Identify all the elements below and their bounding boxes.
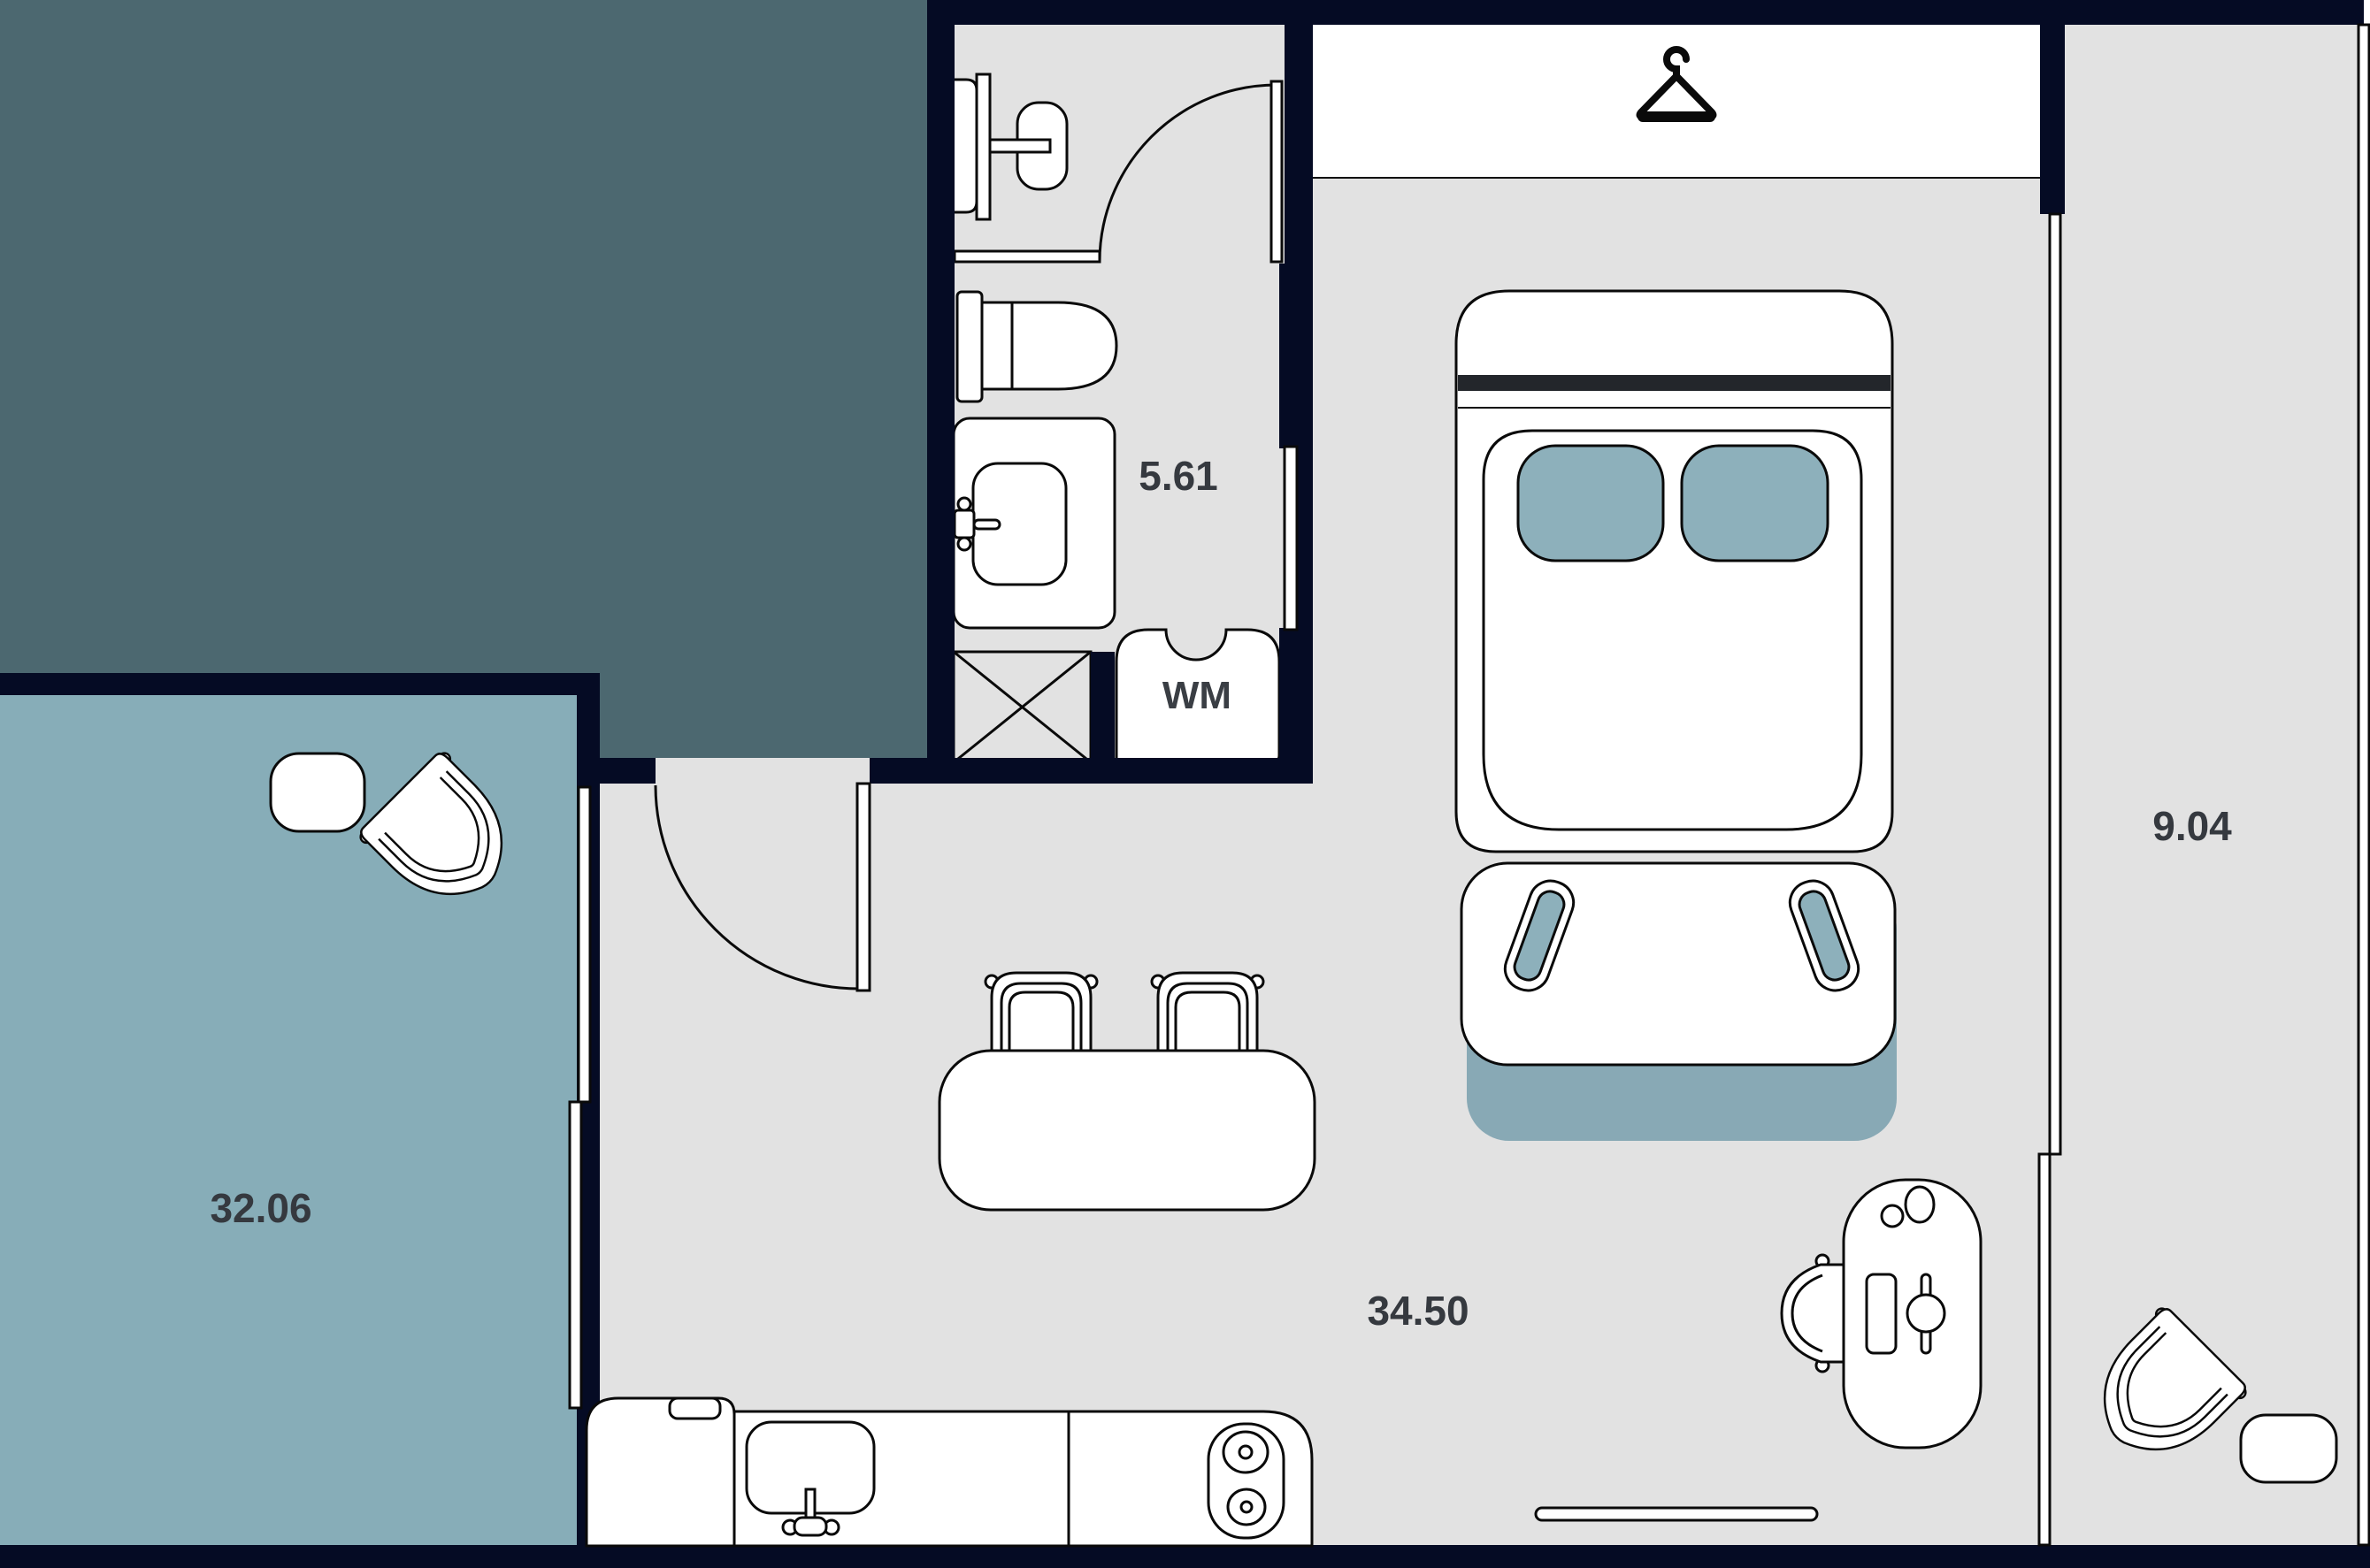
stove-burners-icon <box>1207 1422 1285 1540</box>
washbasin-icon <box>952 417 1116 630</box>
terrace-window-pane-b <box>568 1100 583 1410</box>
pillow-icon-left <box>1516 444 1665 562</box>
wall-balcony-upper <box>2040 25 2065 214</box>
desk-chair-icon <box>1780 1253 1851 1373</box>
windows <box>568 23 2370 1547</box>
duct-cross-icon <box>952 650 1093 764</box>
shaft-diag-2 <box>953 650 1092 764</box>
terrace-furniture <box>269 747 534 927</box>
desk-notebook <box>1865 1273 1898 1355</box>
living-area-label: 34.50 <box>1367 1288 1469 1334</box>
entry-door-leaf <box>855 782 871 992</box>
fridge-handle <box>668 1396 722 1420</box>
kitchen-faucet-body <box>793 1516 828 1537</box>
balcony-railing <box>2357 23 2370 1547</box>
adjacent-unit-block-left <box>0 0 579 673</box>
wall-entry-right <box>870 758 927 784</box>
kitchen-faucet-stem <box>804 1488 817 1521</box>
wall-top <box>927 0 2364 25</box>
pillow-icon-right <box>1680 444 1829 562</box>
balcony-window-pane-a <box>2048 212 2062 1156</box>
bathroom-pocket-panel <box>1283 445 1299 631</box>
bedroom-furniture <box>1454 289 1983 1522</box>
bathroom-door-leaf <box>1269 80 1284 264</box>
wardrobe <box>1313 25 2040 179</box>
toilet-tank <box>955 290 984 403</box>
desk-icon <box>1842 1178 1983 1449</box>
dining-table-icon <box>938 1049 1316 1212</box>
terrace-area-label: 32.06 <box>210 1185 311 1231</box>
toilet-icon <box>955 290 1118 403</box>
bed-icon <box>1454 289 1894 853</box>
kitchen <box>585 1396 1314 1548</box>
side-table-icon-terrace <box>269 752 366 833</box>
desk-lamp-base <box>1906 1293 1946 1334</box>
doors <box>654 80 1284 992</box>
terrace-window-pane-a <box>577 785 592 1104</box>
toilet-bowl <box>980 301 1118 391</box>
burner-bottom-dot <box>1239 1500 1254 1514</box>
faucet-handle-top <box>956 496 972 512</box>
balcony-area-label: 9.04 <box>2152 803 2232 849</box>
shower-screen <box>953 249 1101 264</box>
balcony-window-pane-b <box>2037 1152 2052 1547</box>
wall-bathroom-right-mid <box>1279 264 1313 448</box>
wall-shaft-divider <box>1091 652 1115 762</box>
faucet-handle-bottom <box>956 536 972 552</box>
faucet-body <box>953 509 976 539</box>
washing-machine-label: WM <box>1162 674 1231 717</box>
bathroom-area-label: 5.61 <box>1139 453 1218 499</box>
side-table-icon-balcony <box>2239 1413 2338 1484</box>
balcony-furniture <box>2072 1303 2338 1484</box>
shower-rail <box>975 73 992 221</box>
kitchen-sink-icon <box>745 1420 876 1537</box>
bathroom: WM <box>948 73 1281 764</box>
wall-terrace-top <box>0 673 579 695</box>
wall-bathroom-right-pocket <box>1297 447 1313 630</box>
adjacent-unit-block-right <box>579 0 927 758</box>
fridge-icon <box>585 1396 736 1548</box>
radiator-icon <box>1534 1506 1819 1522</box>
shower-arm <box>988 138 1052 154</box>
wall-bathroom-left <box>927 0 955 784</box>
wall-bathroom-right-lower <box>1279 628 1313 784</box>
entry-door-swing-icon <box>654 784 860 991</box>
desk-cup-large <box>1904 1185 1936 1224</box>
hanger-icon <box>1636 46 1717 122</box>
desk-cup-small <box>1880 1204 1905 1228</box>
wall-bottom <box>0 1545 2370 1568</box>
bathroom-door-swing-icon <box>1098 83 1277 263</box>
wall-bathroom-bottom <box>927 758 1313 784</box>
shower-icon <box>948 73 1069 221</box>
dining-set <box>938 971 1316 1212</box>
burner-top-dot <box>1238 1444 1254 1460</box>
wall-bathroom-right-upper <box>1285 0 1313 264</box>
faucet-spout <box>972 518 1001 531</box>
bed-trim-stripe <box>1458 375 1891 391</box>
